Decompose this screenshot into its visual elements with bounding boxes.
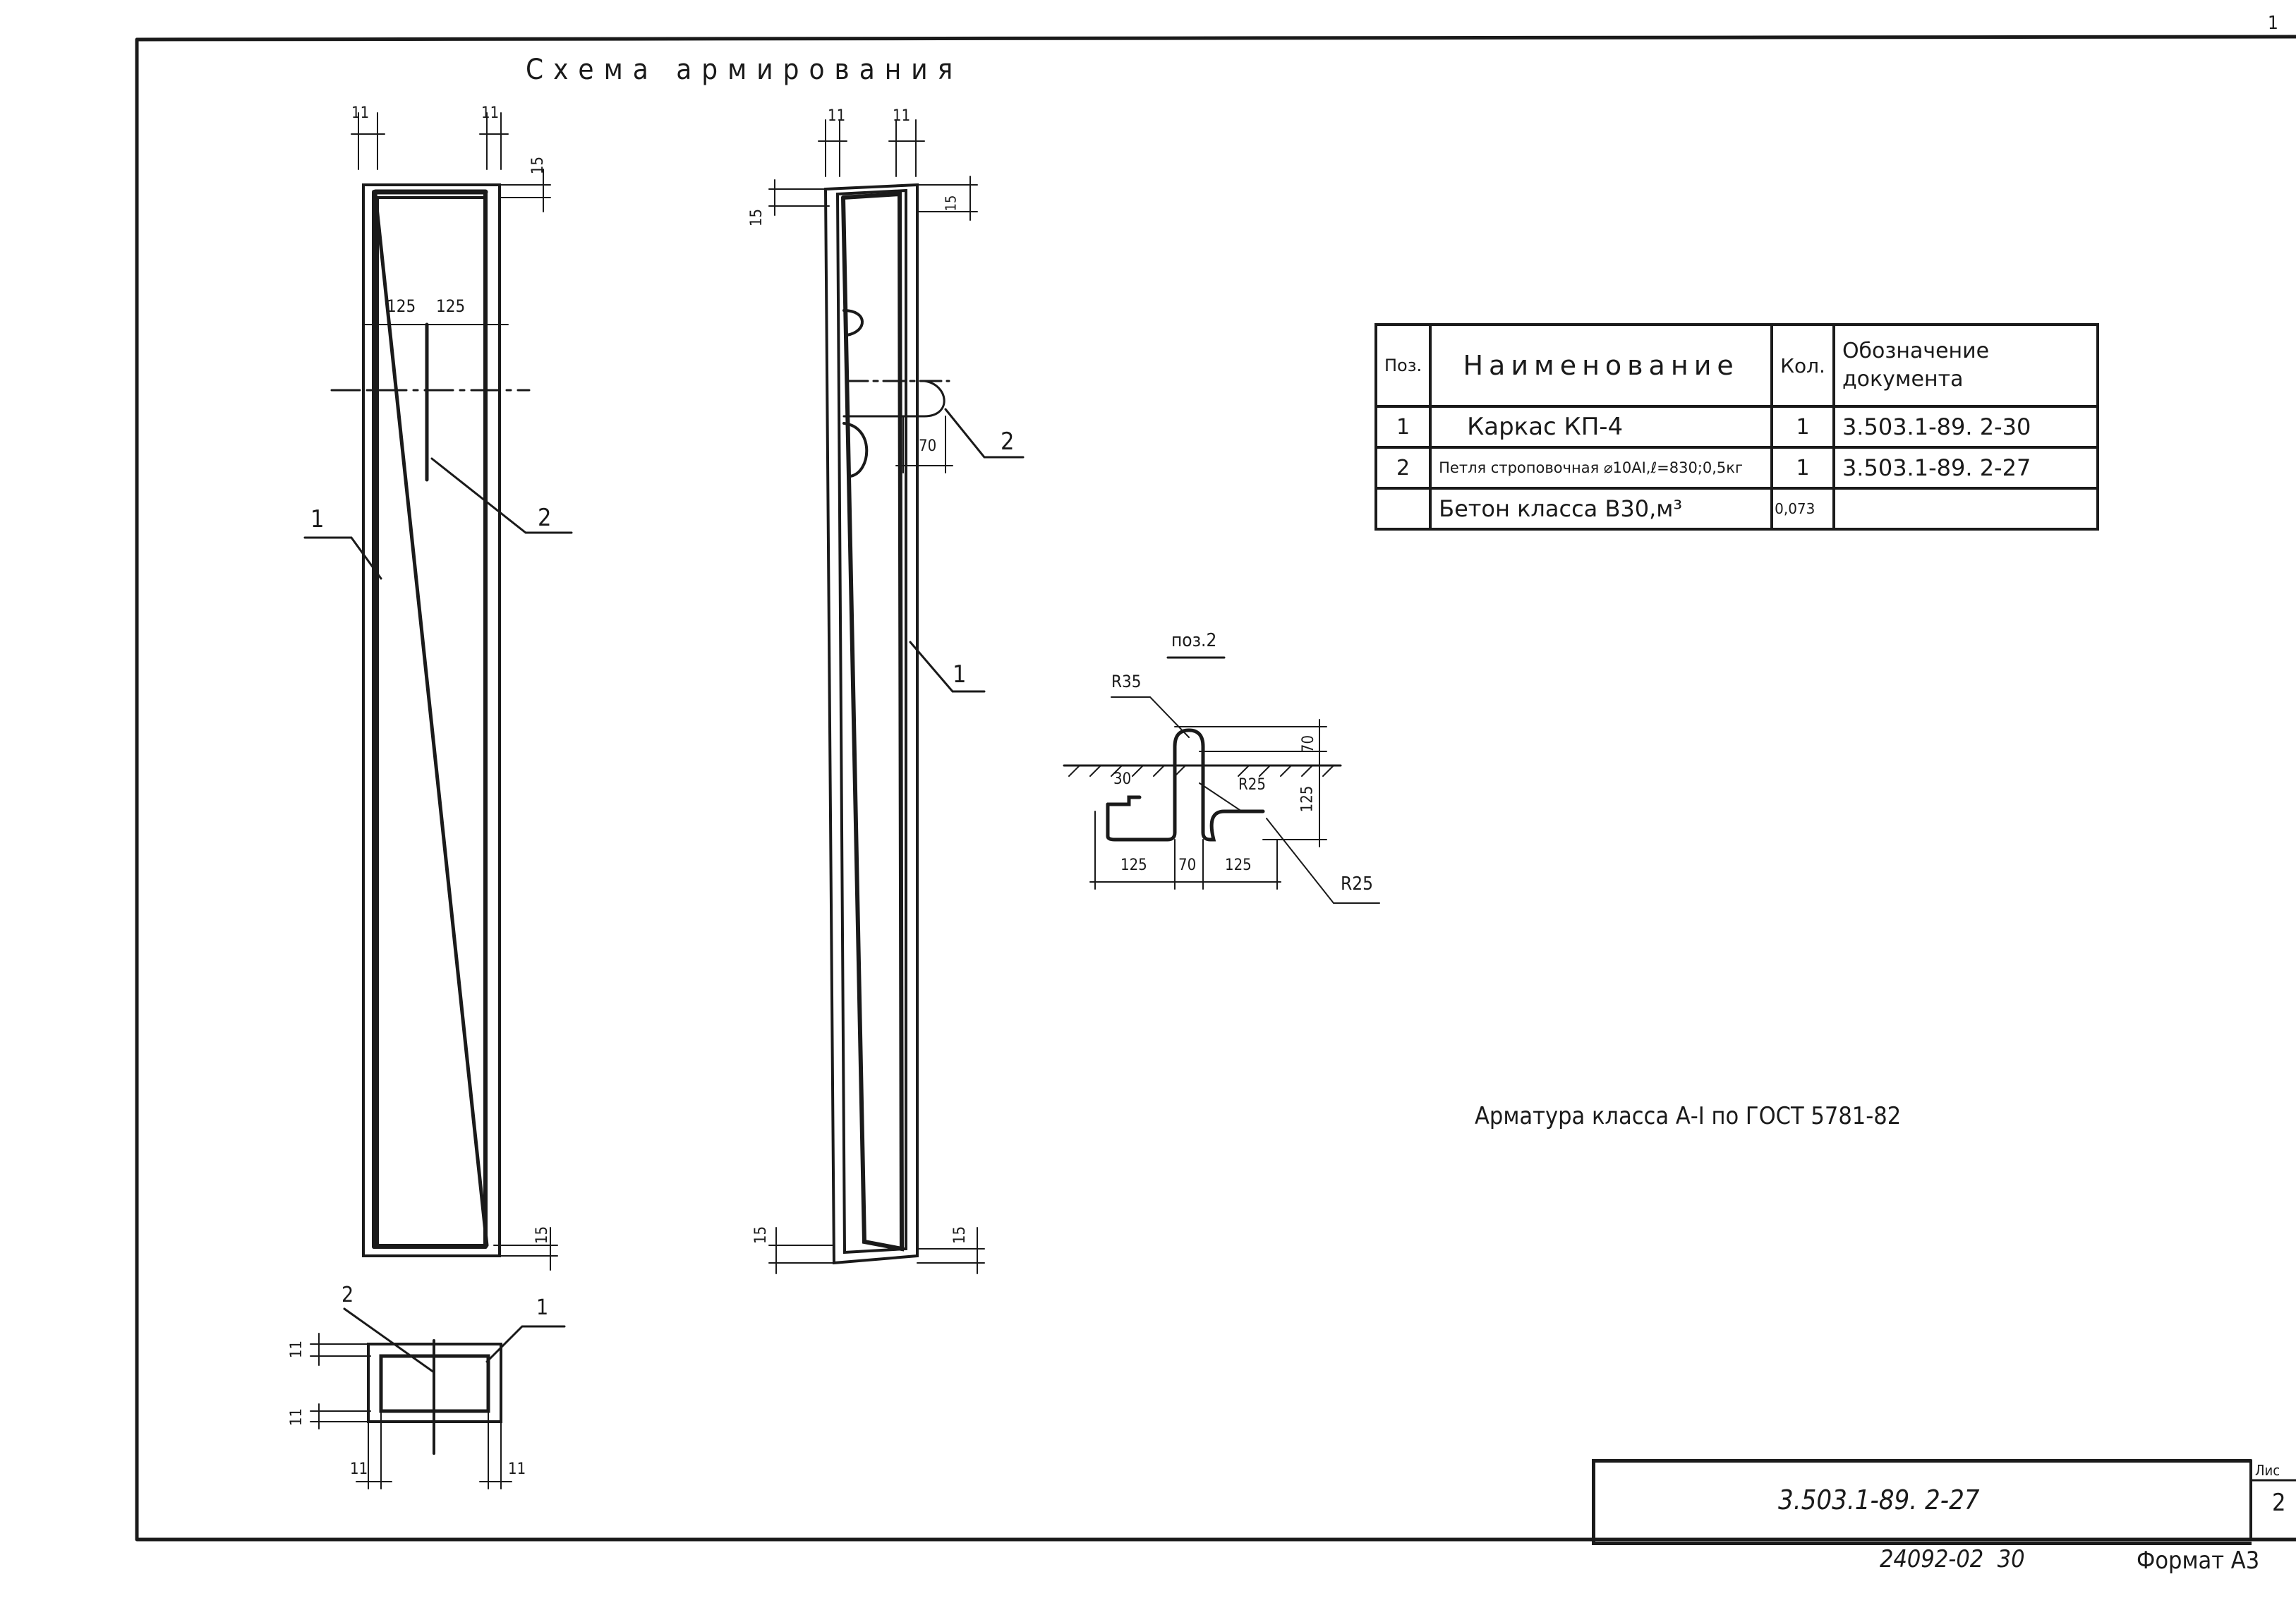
dim-label: 15 [533, 1226, 552, 1245]
dim-label: 70 [1300, 734, 1318, 754]
dim-label: 15 [942, 195, 960, 212]
dim-label: 11 [828, 107, 846, 125]
dim-label: 11 [350, 1460, 368, 1478]
reinforcement-note: Арматура класса А-I по ГОСТ 5781-82 [1475, 1102, 1902, 1130]
table-header-row: Поз. Наименование Кол. Обозначение докум… [1374, 323, 2099, 408]
dim-label: 11 [508, 1460, 526, 1478]
dim-label: 11 [351, 104, 370, 122]
callout-2: 2 [538, 504, 552, 532]
sheet-label: Лис [2255, 1462, 2280, 1479]
row-pos: 1 [1374, 405, 1432, 449]
detail-title: поз.2 [1171, 630, 1217, 651]
drawing-title: Схема армирования [526, 54, 963, 86]
callout-1: 1 [953, 660, 967, 689]
dim-label: 15 [752, 1226, 771, 1245]
table-row: Бетон класса В30,м³ 0,073 [1374, 487, 2099, 531]
document-code: 3.503.1-89. 2-27 [1778, 1484, 1980, 1516]
table-row: 1 Каркас КП-4 1 3.503.1-89. 2-30 [1374, 405, 2099, 449]
dim-label: 15 [748, 208, 766, 227]
archive-number: 24092-02 30 [1880, 1545, 2025, 1573]
dim-label: 11 [893, 107, 911, 125]
row-doc: 3.503.1-89. 2-27 [1832, 446, 2099, 490]
dim-label: 125 [1298, 785, 1317, 813]
dim-label: 11 [481, 104, 500, 122]
dim-label: 70 [1178, 857, 1197, 874]
row-doc [1832, 487, 2099, 531]
callout-1: 1 [536, 1295, 549, 1320]
section-left [303, 112, 573, 1271]
row-name: Бетон класса В30,м³ [1429, 487, 1774, 531]
row-qty: 0,073 [1770, 487, 1835, 531]
frame-border [135, 35, 2296, 1542]
dim-label: 30 [1113, 770, 1132, 788]
callout-2: 2 [1001, 428, 1015, 456]
loop-detail [1063, 656, 1380, 904]
dim-label: 70 [919, 437, 937, 455]
sheet-number: 2 [2272, 1489, 2286, 1517]
dim-label: 125 [436, 296, 466, 316]
dim-label: 15 [951, 1226, 969, 1245]
row-doc: 3.503.1-89. 2-30 [1832, 405, 2099, 449]
radius-label: R25 [1238, 776, 1266, 794]
table-row: 2 Петля строповочная ⌀10АI,ℓ=830;0,5кг 1… [1374, 446, 2099, 490]
callout-2: 2 [342, 1283, 354, 1307]
radius-label: R35 [1111, 672, 1142, 691]
cross-section [310, 1307, 566, 1489]
dim-label: 125 [387, 296, 416, 316]
row-pos: 2 [1374, 446, 1432, 490]
dim-label: 15 [529, 156, 548, 175]
header-qty: Кол. [1770, 323, 1835, 408]
dim-label: 11 [288, 1408, 306, 1427]
radius-label: R25 [1341, 873, 1374, 895]
callout-1: 1 [310, 505, 325, 533]
side-view [768, 119, 1025, 1274]
title-block [1592, 1459, 2252, 1545]
dim-label: 125 [1120, 857, 1147, 874]
specification-table: Поз. Наименование Кол. Обозначение докум… [1374, 323, 2099, 531]
row-name: Каркас КП-4 [1429, 405, 1774, 449]
row-pos [1374, 487, 1432, 531]
header-name: Наименование [1429, 323, 1774, 408]
header-pos: Поз. [1374, 323, 1432, 408]
corner-mark: 1 [2268, 13, 2278, 34]
row-name: Петля строповочная ⌀10АI,ℓ=830;0,5кг [1429, 446, 1774, 490]
dim-label: 11 [288, 1340, 306, 1359]
row-qty: 1 [1770, 405, 1835, 449]
header-doc: Обозначение документа [1832, 323, 2099, 408]
sheet-format: Формат А3 [2137, 1547, 2260, 1575]
row-qty: 1 [1770, 446, 1835, 490]
dim-label: 125 [1225, 857, 1252, 874]
